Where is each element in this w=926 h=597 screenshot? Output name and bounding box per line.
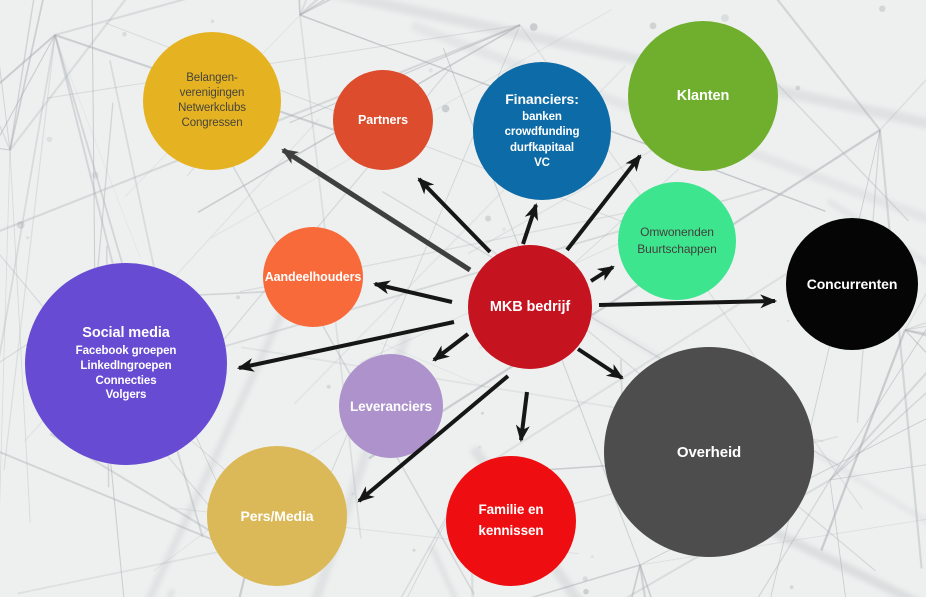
node-familie-en-kennissen: Familie en kennissen: [446, 456, 576, 586]
node-line: banken: [522, 111, 562, 124]
node-line: kennissen: [478, 523, 544, 538]
node-line: LinkedIngroepen: [80, 359, 172, 372]
node-title: Concurrenten: [806, 276, 898, 292]
node-klanten: Klanten: [628, 21, 778, 171]
node-line: Omwonenden: [640, 225, 714, 240]
node-line: Netwerkclubs: [178, 102, 246, 114]
node-line: VC: [534, 156, 550, 169]
node-title: Social media: [82, 324, 170, 341]
node-pers-media: Pers/Media: [207, 446, 347, 586]
node-line: crowdfunding: [504, 126, 580, 139]
node-concurrenten: Concurrenten: [786, 218, 918, 350]
node-aandeelhouders: Aandeelhouders: [263, 227, 363, 327]
node-title: Leveranciers: [349, 398, 433, 414]
node-partners: Partners: [333, 70, 433, 170]
node-line: Belangen-: [186, 71, 238, 84]
node-line: durfkapitaal: [510, 141, 574, 154]
node-title: Financiers:: [505, 91, 579, 108]
node-title: MKB bedrijf: [489, 299, 571, 315]
node-title: Aandeelhouders: [264, 270, 362, 284]
node-line: Volgers: [105, 389, 147, 402]
node-line: Familie en: [478, 502, 544, 518]
node-financiers: Financiers: banken crowdfunding durfkapitaa…: [473, 62, 611, 200]
node-line: Buurtschappen: [637, 242, 717, 256]
node-title: Overheid: [676, 443, 742, 461]
node-line: Congressen: [181, 117, 243, 130]
node-title: Klanten: [676, 88, 730, 104]
node-leveranciers: Leveranciers: [339, 354, 443, 458]
node-line: Facebook groepen: [75, 344, 177, 357]
node-title: Pers/Media: [240, 508, 314, 524]
node-line: Connecties: [95, 374, 157, 387]
node-mkb-bedrijf: MKB bedrijf: [468, 245, 592, 369]
node-title: Partners: [358, 113, 408, 127]
node-overheid: Overheid: [604, 347, 814, 557]
node-line: verenigingen: [179, 86, 245, 99]
